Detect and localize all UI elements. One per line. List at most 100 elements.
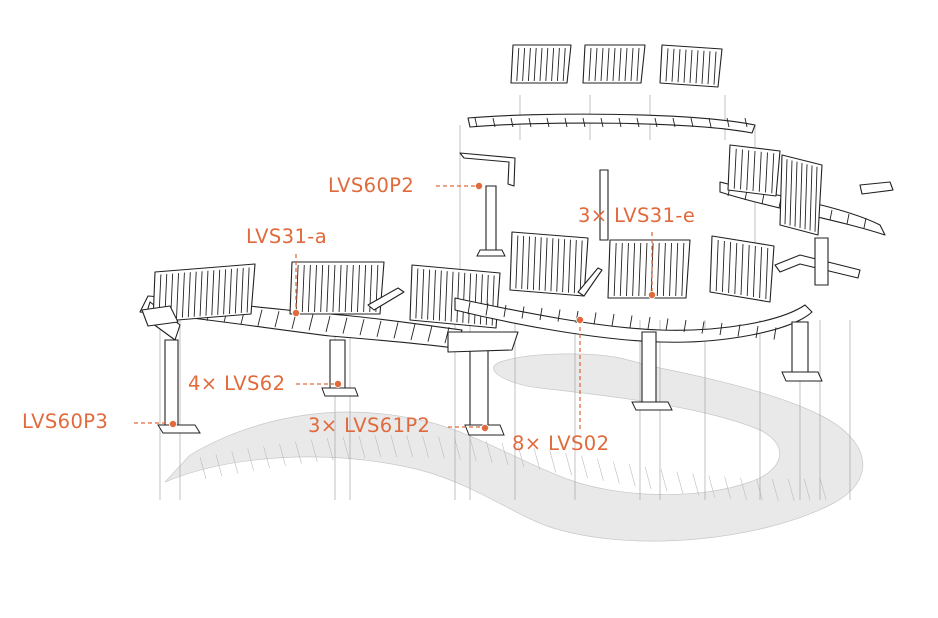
seat-slat [444, 327, 450, 344]
seat-slat [546, 117, 550, 128]
seat-slat [410, 323, 416, 341]
chair-back-slat [332, 264, 336, 313]
chair-back-slat [199, 271, 203, 317]
floor-slat [390, 434, 398, 458]
seat-slat [528, 117, 532, 128]
chair-back-slat [193, 271, 197, 317]
chair-back-slat [695, 50, 699, 84]
chair-back-slat [438, 270, 442, 321]
floor-slat [803, 478, 811, 501]
chair-back-slat [669, 242, 672, 297]
chair-back-slat [363, 264, 367, 313]
seat-slat [618, 117, 622, 128]
seat-slat [690, 117, 694, 128]
chair-back-slat [246, 267, 250, 313]
chair-back [152, 263, 256, 323]
chair-back-slat [344, 264, 348, 313]
chair-back-slat [307, 264, 311, 313]
label-lvs60p3: LVS60P3 [22, 410, 108, 433]
seat-slat [773, 327, 777, 340]
floor-slat [756, 478, 763, 501]
seat-slat [683, 319, 687, 333]
chair-back-slat [176, 273, 179, 319]
chair-back-slat [721, 240, 725, 293]
chair-back-slat [784, 159, 788, 225]
chair-back-slat [632, 242, 636, 297]
chair-back-slat [759, 246, 763, 299]
chair-back-slat [707, 51, 711, 85]
seat-slat [427, 325, 433, 342]
chair-back-slat [618, 47, 622, 82]
chair-back-slat [740, 149, 743, 190]
chair-back-slat [326, 264, 330, 313]
chair-back-slat [752, 245, 756, 298]
floor-slat [422, 435, 429, 458]
chair-back-slat [644, 242, 648, 297]
chair-back-slat [758, 151, 762, 192]
center-post [599, 169, 609, 241]
floor-slat [310, 439, 318, 462]
label-lvs31e: 3× LVS31-e [578, 204, 695, 227]
seat-slat [393, 322, 399, 339]
chair-back-slat [765, 152, 768, 193]
seat-slat [308, 314, 314, 331]
chair-back-slat [665, 48, 669, 82]
upper-curved-seat [467, 113, 756, 134]
chair-back-slat [746, 150, 750, 191]
chair-back-slat [551, 47, 555, 82]
floor-slat [358, 435, 366, 458]
chair-back-slat [771, 153, 775, 194]
chair-back-slat [794, 161, 798, 227]
chair-back-slat [662, 242, 666, 297]
floor-slat [326, 438, 334, 461]
chair-back-slat [556, 47, 560, 82]
chair-back-slat [421, 269, 425, 320]
seat-slat [846, 213, 850, 225]
floor-slat [724, 476, 731, 499]
floor-slat [740, 477, 747, 500]
chair-back-slat [728, 241, 732, 294]
floor-shadow [164, 353, 864, 542]
callouts: LVS60P2 LVS31-a 3× LVS31-e 4× LVS62 LVS6… [22, 174, 695, 455]
label-lvs62: 4× LVS62 [188, 372, 285, 395]
chair-back-slat [681, 242, 685, 297]
chair-back-slat [533, 47, 537, 82]
seat-slat [755, 325, 759, 339]
chair-back-slat [675, 242, 679, 297]
floor-slat [438, 436, 445, 459]
bench-connector-bracket [447, 331, 519, 353]
chair-back-slat [217, 269, 221, 315]
floor-slat [787, 478, 795, 502]
chair-back-slat [677, 49, 681, 83]
seat-slat [647, 316, 651, 330]
floor-slat [342, 436, 350, 459]
floor-slat [295, 441, 302, 464]
seat-slat [737, 324, 741, 337]
floor-slat [231, 451, 239, 474]
chair-back-slat [606, 47, 610, 82]
chair-back-slat [594, 47, 598, 82]
chair-back [779, 154, 823, 236]
floor-slat [597, 458, 604, 481]
chair-back-slat [809, 165, 813, 231]
chair-back-slat [600, 47, 604, 82]
seat-slat [719, 322, 723, 336]
chair-back-slat [515, 235, 519, 289]
chair-back-slat [752, 150, 756, 192]
floor-slat [581, 455, 588, 479]
seat-slat [582, 117, 586, 128]
chair-back-slat [544, 237, 548, 291]
chair-back-slat [539, 47, 543, 82]
chair-back-slat [314, 264, 317, 313]
seat-slat [593, 312, 597, 325]
chair-back-slat [799, 162, 803, 229]
floor-slat [215, 454, 223, 477]
bench-right-section [719, 144, 894, 236]
chair-back-slat [320, 264, 324, 313]
floor-slat [565, 453, 572, 476]
chair-back-slat [579, 240, 583, 294]
floor-slat [406, 435, 413, 458]
chair-back-slat [683, 49, 687, 83]
floor-slat [374, 435, 382, 458]
chair-back-slat [656, 242, 660, 297]
